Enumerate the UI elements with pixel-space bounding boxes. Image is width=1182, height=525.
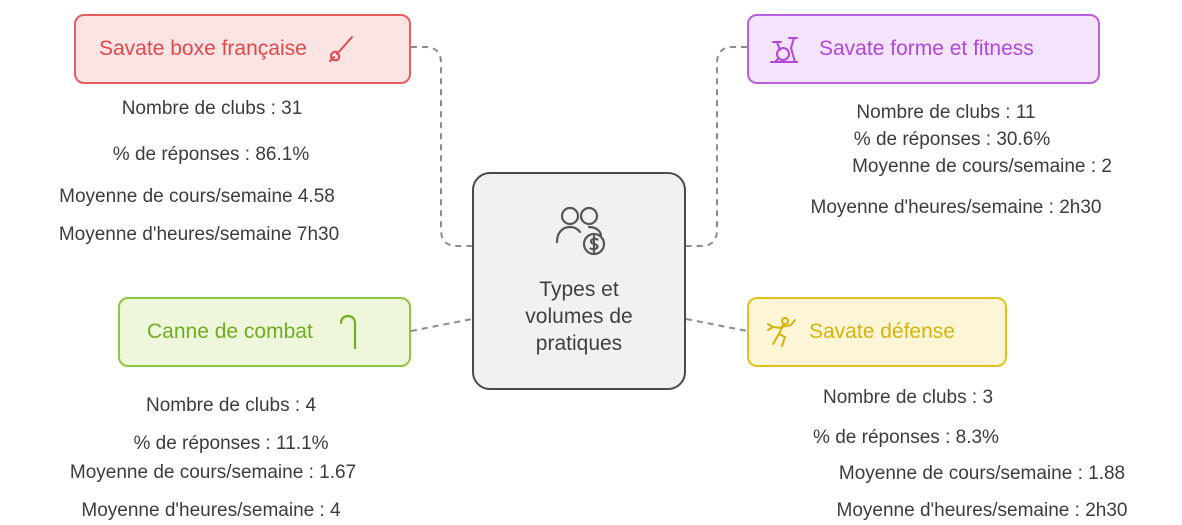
category-label: Canne de combat xyxy=(147,320,313,343)
stat-canne-reponses: % de réponses : 11.1% xyxy=(133,433,329,454)
stat-boxe-clubs: Nombre de clubs : 31 xyxy=(121,98,303,119)
connector-defense xyxy=(685,318,748,332)
stat-defense-reponses: % de réponses : 8.3% xyxy=(813,427,999,448)
category-label: Savate forme et fitness xyxy=(819,37,1034,60)
stat-fitness-cours: Moyenne de cours/semaine : 2 xyxy=(852,156,1112,177)
category-label: Savate défense xyxy=(809,320,955,343)
category-label: Savate boxe française xyxy=(99,37,307,60)
stat-canne-heures: Moyenne d'heures/semaine : 4 xyxy=(81,500,341,521)
stat-boxe-heures: Moyenne d'heures/semaine 7h30 xyxy=(58,224,340,245)
boxing-glove-icon xyxy=(325,34,355,64)
cane-icon xyxy=(337,314,359,350)
central-title-line: Types et xyxy=(539,278,619,301)
users-money-icon xyxy=(555,206,606,256)
central-topic-title: Types et volumes de pratiques xyxy=(474,276,684,357)
central-title-line: volumes de xyxy=(525,305,633,328)
exercise-bike-icon xyxy=(767,32,801,66)
stat-fitness-reponses: % de réponses : 30.6% xyxy=(853,129,1051,150)
connector-canne xyxy=(410,318,473,332)
stat-boxe-reponses: % de réponses : 86.1% xyxy=(112,144,310,165)
self-defense-figure-icon xyxy=(765,315,799,349)
stat-fitness-clubs: Nombre de clubs : 11 xyxy=(856,102,1036,123)
stat-boxe-cours: Moyenne de cours/semaine 4.58 xyxy=(59,186,335,207)
stat-defense-clubs: Nombre de clubs : 3 xyxy=(822,387,994,408)
connector-fitness xyxy=(686,46,747,247)
category-box-forme-fitness: Savate forme et fitness xyxy=(747,14,1100,84)
stat-canne-clubs: Nombre de clubs : 4 xyxy=(145,395,317,416)
stat-canne-cours: Moyenne de cours/semaine : 1.67 xyxy=(69,462,357,483)
stat-defense-cours: Moyenne de cours/semaine : 1.88 xyxy=(838,463,1126,484)
category-box-savate-defense: Savate défense xyxy=(747,297,1007,367)
connector-boxe xyxy=(411,46,472,247)
central-title-line: pratiques xyxy=(535,332,623,355)
stat-defense-heures: Moyenne d'heures/semaine : 2h30 xyxy=(836,500,1128,521)
stat-fitness-heures: Moyenne d'heures/semaine : 2h30 xyxy=(810,197,1102,218)
category-box-boxe-francaise: Savate boxe française xyxy=(74,14,411,84)
central-topic-box: Types et volumes de pratiques xyxy=(472,172,686,390)
category-box-canne-de-combat: Canne de combat xyxy=(118,297,411,367)
